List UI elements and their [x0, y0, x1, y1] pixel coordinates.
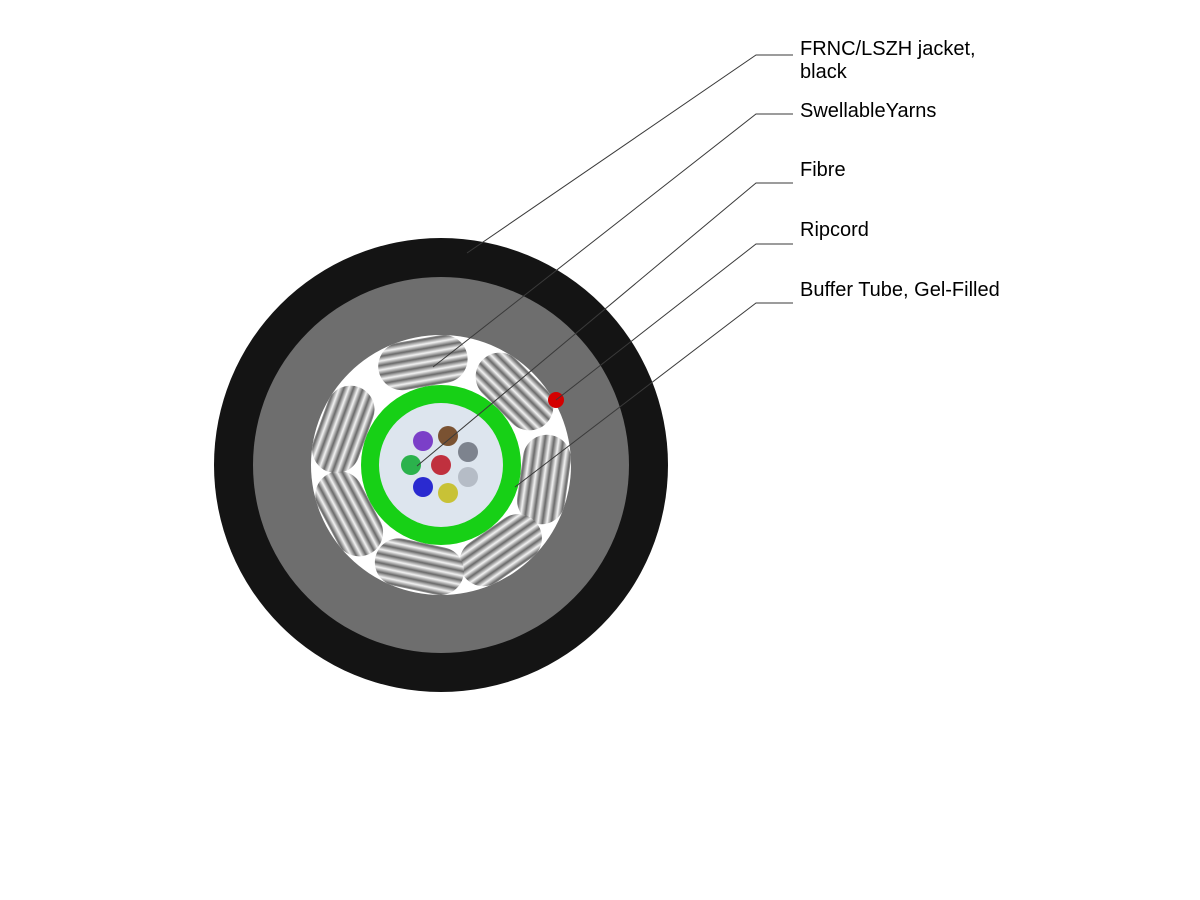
swellable-yarn-body [315, 471, 384, 557]
swellable-yarn [312, 385, 375, 474]
fibre-yellow [438, 483, 458, 503]
leader-buffer-tube [514, 302, 793, 488]
swellable-yarn-body [517, 434, 571, 525]
swellable-yarn [475, 352, 554, 431]
leader-lines [416, 54, 793, 488]
fibre-slate [458, 442, 478, 462]
label-jacket-line1: FRNC/LSZH jacket, [800, 38, 976, 60]
leader-ripcord [555, 243, 793, 401]
swellable-yarn [315, 471, 384, 557]
fibre-blue [413, 477, 433, 497]
swellable-yarn-body [475, 352, 554, 431]
label-jacket-line2: black [800, 61, 848, 83]
fibre-red [431, 455, 451, 475]
leader-fibre [416, 182, 793, 467]
swellable-yarn [374, 538, 464, 596]
leader-jacket [466, 54, 793, 254]
fibre-brown [438, 426, 458, 446]
label-ripcord: Ripcord [800, 219, 869, 241]
swellable-yarn [378, 334, 468, 391]
swellable-yarn-body [312, 385, 375, 474]
label-buffer-tube: Buffer Tube, Gel-Filled [800, 279, 1000, 301]
fibre-violet [413, 431, 433, 451]
cable-cross-section [214, 238, 668, 692]
label-swellable-yarns: SwellableYarns [800, 100, 936, 122]
swellable-yarn-body [374, 538, 464, 596]
swellable-yarn [517, 434, 571, 525]
swellable-yarn-body [378, 334, 468, 391]
label-fibre: Fibre [800, 159, 846, 181]
callout-labels: FRNC/LSZH jacket, black SwellableYarns F… [800, 38, 1000, 301]
swellable-yarn-body [459, 514, 542, 587]
swellable-yarns [312, 334, 571, 596]
fibre-green [401, 455, 421, 475]
swellable-yarn [459, 514, 542, 587]
leader-yarns [432, 113, 793, 368]
fibre-bundle [401, 426, 478, 503]
fibre-white [458, 467, 478, 487]
